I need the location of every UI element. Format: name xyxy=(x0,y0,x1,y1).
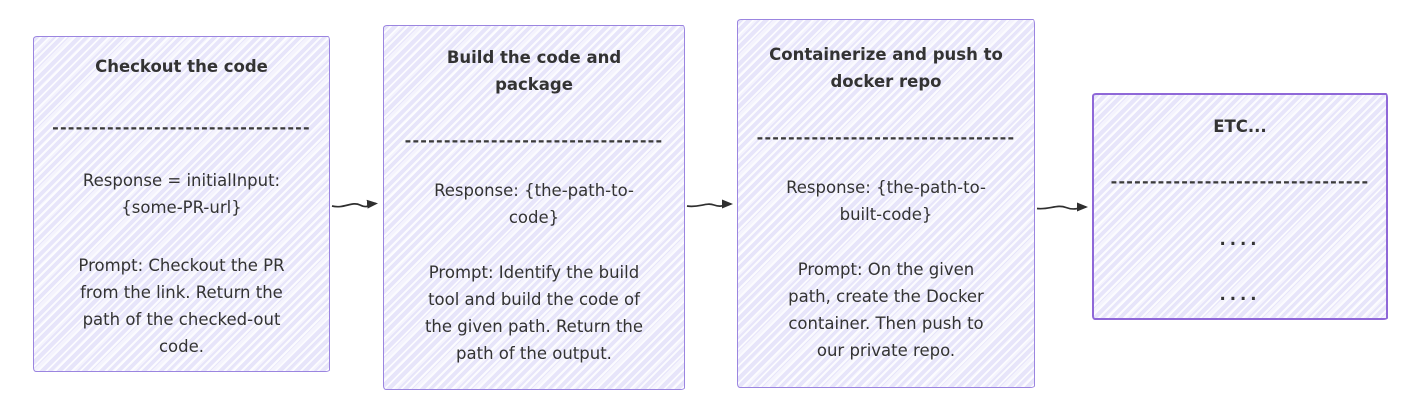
node-placeholder-line: .... xyxy=(1219,285,1261,304)
node-title: ETC... xyxy=(1213,117,1267,136)
node-response-text: Response: {the-path-to- built-code} xyxy=(786,178,986,224)
arrow-checkout-to-build xyxy=(331,199,378,209)
node-title: Containerize and push to docker repo xyxy=(769,45,1003,91)
node-separator: --------------------------------- xyxy=(404,131,664,150)
arrow-build-to-containerize xyxy=(686,199,733,209)
node-response-text: Response = initialInput: {some-PR-url} xyxy=(82,171,281,217)
arrow-containerize-to-etc xyxy=(1036,202,1088,212)
node-build-package: Build the code and package -------------… xyxy=(383,25,685,390)
node-etc: ETC... ---------------------------------… xyxy=(1092,93,1388,320)
node-separator: --------------------------------- xyxy=(756,128,1016,147)
node-title: Build the code and package xyxy=(446,48,622,94)
node-checkout-code: Checkout the code ----------------------… xyxy=(33,36,330,372)
node-response-text: Response: {the-path-to- code} xyxy=(434,181,634,227)
node-prompt-text: Prompt: Checkout the PR from the link. R… xyxy=(78,256,285,356)
node-prompt-text: Prompt: On the given path, create the Do… xyxy=(788,260,984,360)
node-prompt-text: Prompt: Identify the build tool and buil… xyxy=(424,263,644,363)
node-separator: --------------------------------- xyxy=(52,118,311,137)
node-containerize-push: Containerize and push to docker repo ---… xyxy=(737,19,1035,388)
node-placeholder-line: .... xyxy=(1219,230,1261,249)
node-separator: --------------------------------- xyxy=(1110,172,1370,191)
node-title: Checkout the code xyxy=(95,57,268,76)
